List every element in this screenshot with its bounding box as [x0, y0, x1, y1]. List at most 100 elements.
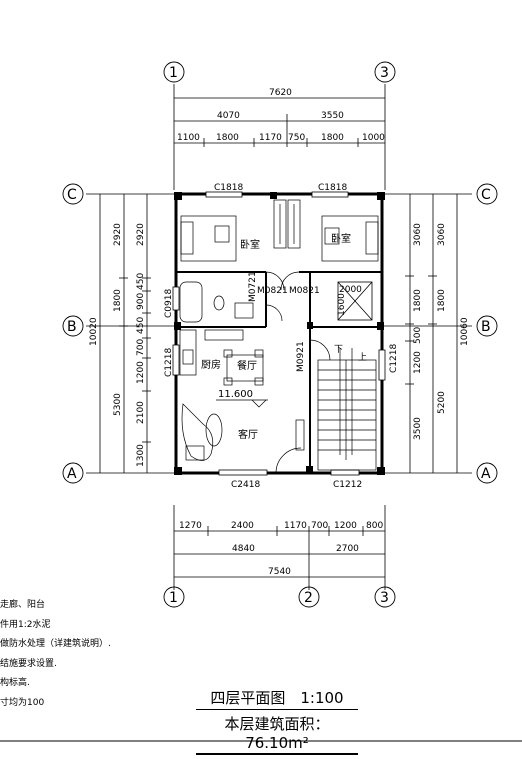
right-dim-mid-2: 1800 — [437, 289, 447, 312]
right-axis-bubbles — [476, 183, 498, 484]
bottom-dim-detail-3: 1170 — [284, 521, 307, 531]
door-label-m0821-2: M0821 — [289, 286, 320, 296]
left-axis-a: A — [67, 466, 77, 482]
wardrobes — [273, 199, 301, 249]
left-dim-detail-2: 450 — [136, 273, 146, 290]
stair-down-label: 下 — [334, 345, 343, 355]
left-dim-detail-5: 700 — [136, 339, 146, 356]
left-dim-detail-3: 900 — [136, 293, 146, 310]
bottom-dim-detail-2: 2400 — [231, 521, 254, 531]
right-dim-detail-1: 3060 — [413, 223, 423, 246]
right-axis-c: C — [481, 187, 491, 203]
bottom-axis-2: 2 — [304, 590, 313, 606]
stair-up-label: 上 — [358, 352, 367, 363]
window-label-c1818-2: C1818 — [318, 183, 347, 193]
bottom-dim-detail-4: 700 — [311, 521, 328, 531]
bottom-dim-detail-6: 800 — [366, 521, 383, 531]
top-dim-detail-3: 1170 — [259, 133, 282, 143]
shaft-dim: 2000 — [339, 285, 362, 295]
right-dim-detail-4: 1200 — [413, 351, 423, 374]
left-dim-detail-1: 2920 — [136, 223, 146, 246]
note-line: 寸均为100 — [0, 697, 45, 708]
bottom-axis-bubbles — [163, 586, 396, 608]
door-label-m0921: M0921 — [296, 341, 306, 372]
bed-right — [321, 215, 379, 262]
elevation-marker — [216, 399, 268, 408]
dining-table — [223, 349, 264, 386]
window-label-c0918: C0918 — [164, 289, 174, 318]
top-axis-3: 3 — [380, 65, 389, 81]
shaft-box — [337, 281, 373, 321]
left-axis-c: C — [67, 187, 77, 203]
room-dining: 餐厅 — [237, 359, 257, 372]
left-dim-mid-2: 1800 — [113, 289, 123, 312]
top-dimension-chains — [173, 84, 386, 190]
left-dim-mid-1: 2920 — [113, 223, 123, 246]
right-dim-mid-1: 3060 — [437, 223, 447, 246]
right-dim-overall: 10060 — [460, 317, 470, 346]
door-label-m0721: M0721 — [248, 271, 258, 302]
note-line: 结施要求设置. — [0, 658, 57, 669]
interior-walls — [176, 271, 382, 473]
bottom-dim-overall: 7540 — [268, 567, 291, 577]
top-dim-overall: 7620 — [269, 88, 292, 98]
window-label-c1212: C1212 — [333, 480, 362, 490]
room-bedroom-left: 卧室 — [240, 238, 260, 251]
top-dim-mid-2: 3550 — [321, 111, 344, 121]
room-living: 客厅 — [238, 428, 258, 441]
left-dim-detail-7: 2100 — [136, 401, 146, 424]
shaft-side-dim: 1600 — [337, 293, 347, 316]
left-axis-bubbles — [62, 183, 84, 484]
right-axis-a: A — [481, 466, 491, 482]
exterior-walls — [174, 192, 384, 475]
window-label-c1218-right: C1218 — [389, 344, 399, 373]
top-dim-detail-1: 1100 — [177, 133, 200, 143]
floor-area: 本层建筑面积：76.10m² — [196, 713, 358, 755]
drawing-title: 四层平面图 1:100 — [196, 687, 358, 710]
wall-columns — [174, 192, 385, 475]
right-dim-mid-3: 5200 — [437, 391, 447, 414]
left-dim-mid-3: 5300 — [113, 393, 123, 416]
staircase — [317, 348, 377, 471]
top-axis-1: 1 — [169, 65, 178, 81]
bathroom-fixtures — [179, 281, 254, 323]
window-label-c1218-left: C1218 — [164, 348, 174, 377]
top-dim-mid-1: 4070 — [217, 111, 240, 121]
bottom-dim-mid-2: 2700 — [336, 544, 359, 554]
note-line: 件用1:2水泥 — [0, 619, 51, 630]
right-dim-detail-3: 500 — [413, 327, 423, 344]
bottom-dimension-chains — [173, 505, 386, 590]
floor-elevation: 11.600 — [218, 389, 253, 400]
left-dimension-chains — [86, 193, 176, 474]
general-notes: 走廊、阳台 件用1:2水泥 做防水处理（详建筑说明）. 结施要求设置. 构标高.… — [0, 596, 111, 713]
right-dim-detail-5: 3500 — [413, 417, 423, 440]
bottom-dim-detail-1: 1270 — [179, 521, 202, 531]
bottom-dim-detail-5: 1200 — [334, 521, 357, 531]
window-label-c2418: C2418 — [231, 480, 260, 490]
left-axis-b: B — [67, 319, 77, 335]
top-dim-detail-4: 750 — [288, 133, 305, 143]
door-swings — [265, 271, 331, 474]
living-furniture — [181, 403, 305, 461]
drawing-title-block: 四层平面图 1:100 本层建筑面积：76.10m² — [196, 687, 358, 755]
bottom-axis-3: 3 — [380, 590, 389, 606]
bottom-dim-mid-1: 4840 — [232, 544, 255, 554]
room-kitchen: 厨房 — [201, 358, 221, 371]
right-axis-b: B — [481, 319, 491, 335]
top-dim-detail-6: 1000 — [362, 133, 385, 143]
kitchen-counter — [179, 329, 244, 376]
top-axis-bubbles — [163, 61, 396, 83]
left-dim-detail-6: 1200 — [136, 361, 146, 384]
right-dimension-chains — [382, 193, 472, 474]
left-dim-overall: 10020 — [89, 317, 99, 346]
note-line: 构标高. — [0, 678, 30, 688]
left-dim-detail-4: 450 — [136, 317, 146, 334]
bed-left — [180, 215, 237, 262]
left-dim-detail-8: 1300 — [136, 444, 146, 467]
top-dim-detail-5: 1800 — [321, 133, 344, 143]
door-label-m0821-1: M0821 — [257, 286, 288, 296]
window-label-c1818-1: C1818 — [214, 183, 243, 193]
note-line: 做防水处理（详建筑说明）. — [0, 639, 111, 649]
room-bedroom-right: 卧室 — [331, 232, 351, 245]
